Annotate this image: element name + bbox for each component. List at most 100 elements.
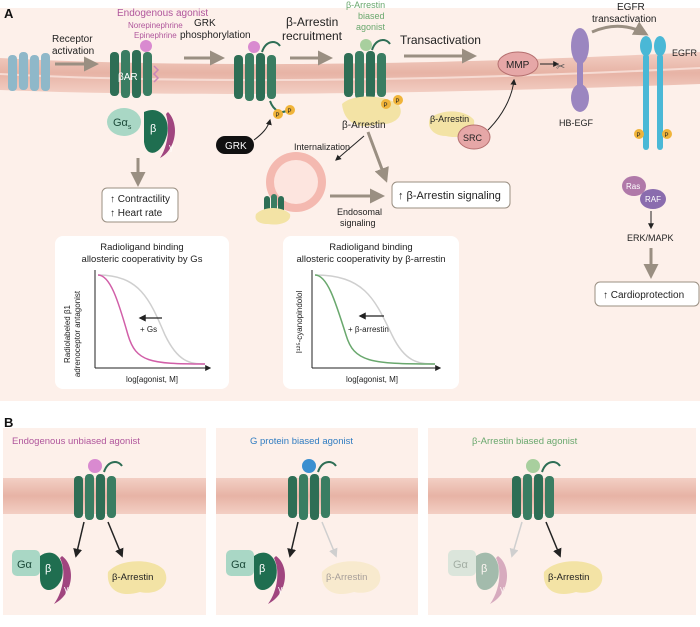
norepinephrine-label: Norepinephrine xyxy=(128,21,183,30)
chart-gs-ylabel-1: Radiolabeled β1 xyxy=(63,304,72,363)
b1-arrow-arrestin xyxy=(107,521,124,558)
b3-g-gamma xyxy=(490,556,508,604)
b3-g-beta xyxy=(476,552,499,590)
chart-gs-curve-gs xyxy=(97,274,206,365)
membrane-midline xyxy=(0,67,700,82)
src-label: SRC xyxy=(463,133,483,143)
chart-arrestin-annotation: + β-arrestin xyxy=(348,325,389,334)
b3-title: β-Arrestin biased agonist xyxy=(472,436,578,447)
egfr-label: EGFR xyxy=(672,48,698,58)
cardioprotection-label: ↑ Cardioprotection xyxy=(603,290,684,301)
phospho-5 xyxy=(634,129,644,139)
raf-label: RAF xyxy=(645,195,661,204)
ras xyxy=(622,176,646,196)
b1-arrow-g xyxy=(73,521,85,558)
arrestin-signaling-box xyxy=(391,181,511,209)
endogenous-agonist-label: Endogenous agonist xyxy=(117,8,208,19)
phospho-4-label: P xyxy=(396,99,400,105)
g-beta-label: β xyxy=(150,123,156,135)
beta-ar-label: βAR xyxy=(118,72,138,83)
b3-arrestin-label: β-Arrestin xyxy=(548,572,589,583)
phospho-1 xyxy=(273,109,283,119)
phospho-2-label: P xyxy=(288,109,292,115)
b1-g-gamma xyxy=(54,556,72,604)
beta-ar-receptor xyxy=(110,50,160,98)
b1-agonist-ball xyxy=(88,459,102,473)
b2-arrow-g xyxy=(287,521,299,558)
panel-a-label: A xyxy=(4,6,14,21)
b3-g-gamma-label: γ xyxy=(500,584,505,594)
agonist-ball-2 xyxy=(248,41,260,53)
panel-a: A Receptor activation Endogenous agonist… xyxy=(0,0,700,401)
chart-gs-box xyxy=(55,236,229,389)
b2-agonist-ball xyxy=(302,459,316,473)
b1-arrestin-label: β-Arrestin xyxy=(112,572,153,583)
phospho-3 xyxy=(381,99,391,109)
chart-arrestin-ylabel: I¹²⁵-cyanopindolol xyxy=(295,291,304,354)
panel-b-unbiased: Endogenous unbiased agonist Gα β γ β-Arr… xyxy=(3,428,206,615)
b3-arrestin xyxy=(543,561,603,594)
egfr-transactivation-label: EGFR transactivation xyxy=(592,2,656,25)
b3-g-alpha xyxy=(448,550,476,576)
grk-kinase xyxy=(216,136,254,154)
b1-arrestin xyxy=(107,561,167,594)
b2-background xyxy=(216,428,418,615)
src-arrow xyxy=(487,78,517,131)
g-alpha-s-label: Gαs xyxy=(113,117,132,131)
epinephrine-label: Epinephrine xyxy=(134,31,177,40)
b2-arrestin xyxy=(321,561,381,594)
internalization-label: Internalization xyxy=(294,142,350,152)
heart-rate-label: ↑ Heart rate xyxy=(110,208,163,219)
phospho-2 xyxy=(285,105,295,115)
chart-gs: Radioligand binding allosteric cooperati… xyxy=(55,236,229,389)
biased-agonist-label: β-Arrestin biased agonist xyxy=(346,0,388,32)
chart-gs-title-1: Radioligand binding xyxy=(100,242,183,253)
phospho-3-label: P xyxy=(384,103,388,109)
chart-gs-title-2: allosteric cooperativity by Gs xyxy=(82,254,203,265)
internalization-arrow xyxy=(335,135,365,161)
b2-g-beta-label: β xyxy=(259,563,265,575)
panel-b-g-biased: G protein biased agonist Gα β γ β-Arrest… xyxy=(216,428,418,615)
b1-g-gamma-label: γ xyxy=(64,584,69,594)
endogenous-agonist-ball xyxy=(140,40,152,52)
chart-gs-annotation: + Gs xyxy=(140,325,157,334)
b2-arrow-arrestin xyxy=(321,521,338,558)
arrow-to-arrestin-signaling xyxy=(366,131,389,183)
b3-agonist-ball xyxy=(526,459,540,473)
b3-arrow-g xyxy=(509,521,523,558)
b1-g-beta-label: β xyxy=(45,563,51,575)
contractility-box xyxy=(101,187,179,223)
cardioprotection-box xyxy=(594,281,700,307)
grk-kinase-label: GRK xyxy=(225,141,247,152)
arrestin-signaling-label: ↑ β-Arrestin signaling xyxy=(398,190,501,202)
chart-arrestin-curve-control xyxy=(314,274,436,365)
arrow-egfr xyxy=(591,21,649,36)
b3-g-beta-label: β xyxy=(481,563,487,575)
chart-arrestin-curve-arrestin xyxy=(314,274,436,365)
panel-b: B Endogenous unbiased agonist Gα β γ β-A… xyxy=(3,415,696,615)
arrestin-bound-receptor xyxy=(344,39,391,99)
b1-g-alpha-label: Gα xyxy=(17,559,33,571)
phospho-6-label: P xyxy=(665,133,669,139)
b1-g-beta xyxy=(40,552,63,590)
scissors-icon: ✂ xyxy=(556,61,565,73)
chart-arrestin-box xyxy=(283,236,459,389)
b3-membrane xyxy=(428,478,696,514)
b2-g-beta xyxy=(254,552,277,590)
b1-g-alpha xyxy=(12,550,40,576)
hb-egf xyxy=(571,28,589,112)
b3-g-alpha-label: Gα xyxy=(453,559,469,571)
b1-background xyxy=(3,428,206,615)
chart-arrestin: Radioligand binding allosteric cooperati… xyxy=(283,236,459,389)
b2-title: G protein biased agonist xyxy=(250,436,353,447)
endosome xyxy=(255,152,326,225)
chart-gs-xlabel: log[agonist, M] xyxy=(126,375,178,384)
b2-arrestin-label: β-Arrestin xyxy=(326,572,367,583)
grk-arrow xyxy=(253,118,272,141)
b2-g-alpha xyxy=(226,550,254,576)
arrestin-src-label: β-Arrestin xyxy=(430,114,469,124)
b2-g-gamma-label: γ xyxy=(278,584,283,594)
phospho-6 xyxy=(662,129,672,139)
mmp xyxy=(497,51,539,77)
